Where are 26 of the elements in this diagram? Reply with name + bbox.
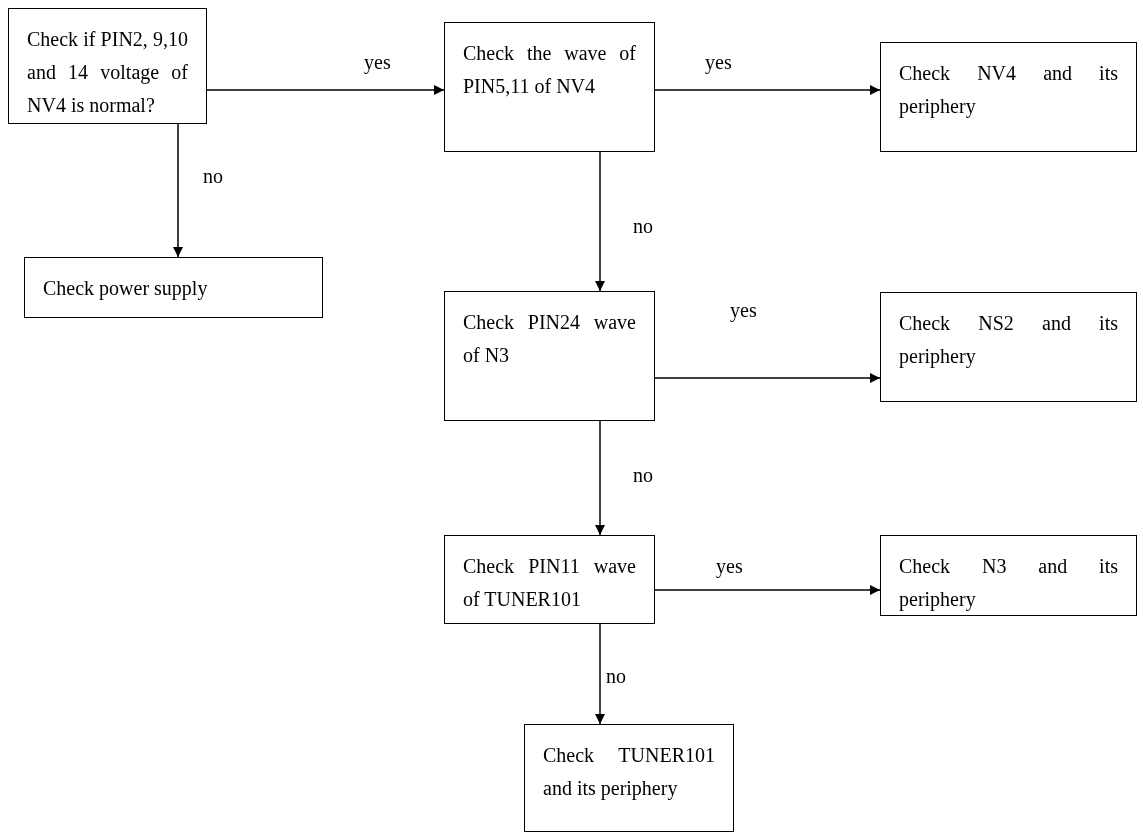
process-box	[8, 8, 207, 124]
box-text: Check PIN24 wave of N3	[463, 310, 636, 368]
box-text: Check N3 and its periphery	[899, 554, 1118, 613]
box-text: Check NV4 and its periphery	[899, 61, 1118, 120]
arrow	[595, 420, 605, 536]
process-box	[524, 724, 734, 832]
arrow	[595, 151, 605, 292]
arrow	[654, 373, 881, 383]
arrow	[206, 85, 445, 95]
box-text: Check PIN11 wave of TUNER101	[463, 554, 636, 612]
process-box	[444, 291, 655, 421]
arrow	[595, 623, 605, 725]
process-box	[880, 535, 1137, 616]
box-text: Check the wave of PIN5,11 of NV4	[463, 41, 636, 99]
process-box	[444, 535, 655, 624]
arrow	[654, 585, 881, 595]
process-box	[880, 292, 1137, 402]
box-text: Check power supply	[43, 276, 209, 302]
process-box	[24, 257, 323, 318]
box-text: Check TUNER101 and its periphery	[543, 743, 715, 802]
box-text: Check if PIN2, 9,10 and 14 voltage of NV4 is normal?	[27, 27, 188, 118]
arrow	[654, 85, 881, 95]
process-box	[880, 42, 1137, 152]
arrow	[173, 123, 183, 258]
box-text: Check NS2 and its periphery	[899, 311, 1118, 370]
process-box	[444, 22, 655, 152]
